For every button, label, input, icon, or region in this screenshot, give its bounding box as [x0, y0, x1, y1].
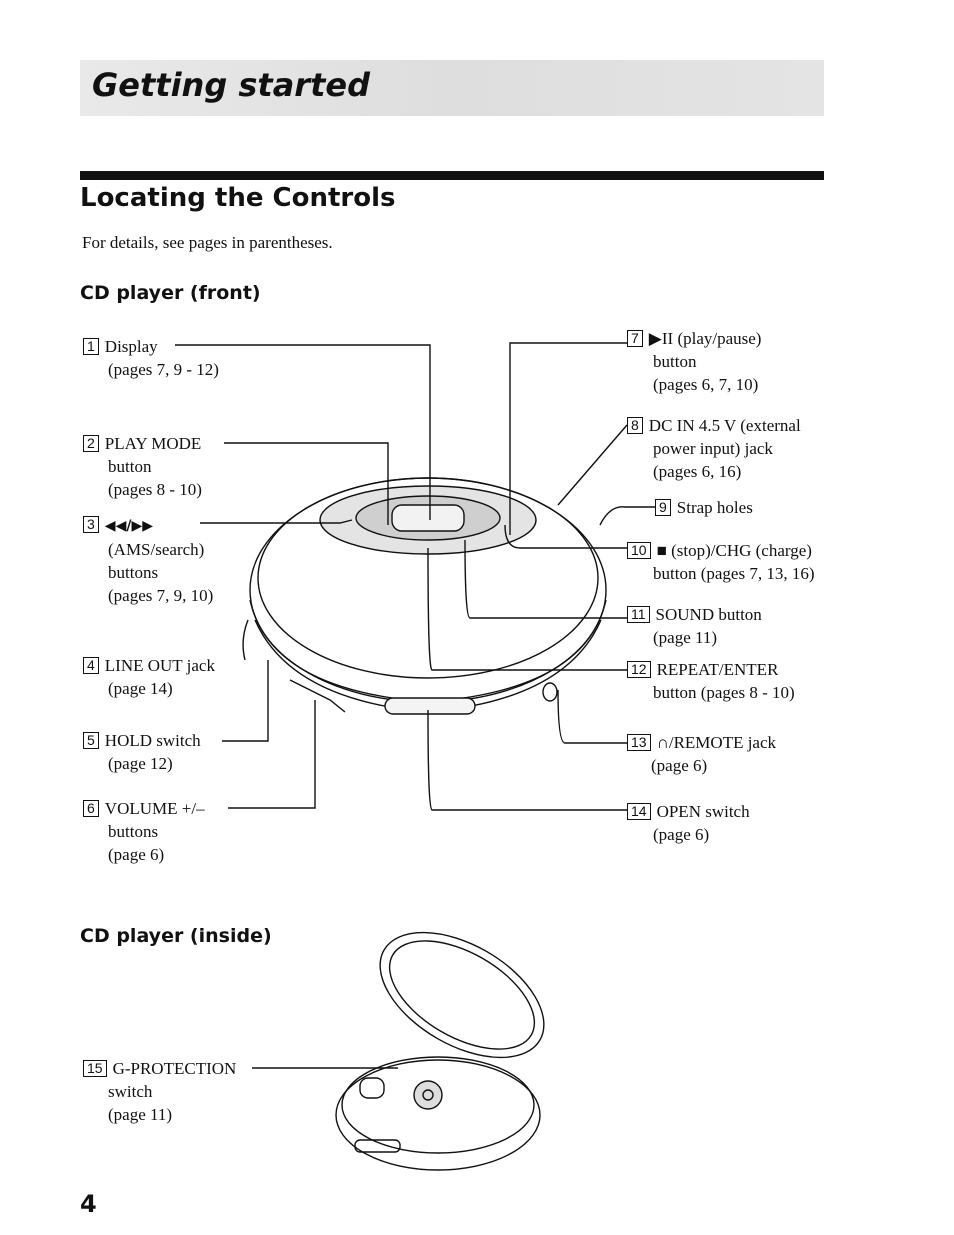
callout-page: (page 6) [108, 845, 165, 864]
callout-number: 2 [83, 435, 99, 452]
callout-number: 9 [655, 499, 671, 516]
callout-label: HOLD switch [104, 731, 201, 750]
callout-sound: 11 SOUND button (page 11) [627, 603, 762, 649]
callout-label: ▶II (play/pause) [648, 329, 762, 348]
callout-label: SOUND button [655, 605, 762, 624]
callout-stop-chg: 10 ■ (stop)/CHG (charge) button (pages 7,… [627, 539, 814, 585]
callout-strap-holes: 9 Strap holes [655, 496, 753, 519]
callout-number: 8 [627, 417, 643, 434]
callout-dc-in: 8 DC IN 4.5 V (external power input) jack… [627, 414, 801, 483]
page-title: Locating the Controls [80, 183, 396, 213]
callout-repeat-enter: 12 REPEAT/ENTER button (pages 8 - 10) [627, 658, 795, 704]
callout-number: 7 [627, 330, 643, 347]
front-section-title: CD player (front) [80, 282, 261, 304]
callout-label: Display [104, 337, 158, 356]
callout-label-cont: switch [108, 1082, 153, 1101]
callout-label: ◀◀/▶▶ [104, 518, 153, 534]
callout-line-out: 4 LINE OUT jack (page 14) [83, 654, 215, 700]
callout-number: 15 [83, 1060, 107, 1077]
callout-remote-jack: 13 ∩/REMOTE jack (page 6) [627, 731, 776, 777]
callout-number: 14 [627, 803, 651, 820]
callout-page: (pages 6, 7, 10) [653, 375, 759, 394]
callout-page: (pages 6, 16) [653, 462, 742, 481]
page-number: 4 [80, 1190, 97, 1218]
callout-page: (page 12) [108, 754, 173, 773]
callout-number: 6 [83, 800, 99, 817]
callout-g-protection: 15 G-PROTECTION switch (page 11) [83, 1057, 236, 1126]
section-title: Getting started [92, 66, 370, 104]
callout-label: ■ (stop)/CHG (charge) [656, 541, 812, 560]
heading-rule [80, 171, 824, 180]
callout-number: 4 [83, 657, 99, 674]
callout-label: VOLUME +/– [104, 799, 205, 818]
callout-hold: 5 HOLD switch (page 12) [83, 729, 201, 775]
callout-label-cont: button (pages 7, 13, 16) [653, 564, 815, 583]
callout-page: (page 14) [108, 679, 173, 698]
callout-play-mode: 2 PLAY MODE button (pages 8 - 10) [83, 432, 202, 501]
callout-label: OPEN switch [656, 802, 750, 821]
callout-page: (page 6) [651, 756, 708, 775]
callout-display: 1 Display (pages 7, 9 - 12) [83, 335, 219, 381]
callout-label-cont: button [653, 352, 697, 371]
inside-section-title: CD player (inside) [80, 925, 272, 947]
callout-play-pause: 7 ▶II (play/pause) button (pages 6, 7, 10… [627, 327, 761, 396]
callout-label: PLAY MODE [104, 434, 202, 453]
callout-label-cont: power input) jack [653, 439, 773, 458]
callout-page: (pages 7, 9, 10) [108, 586, 214, 605]
callout-label-cont: button [108, 457, 152, 476]
callout-label: G-PROTECTION [112, 1059, 237, 1078]
callout-ams-search: 3 ◀◀/▶▶ (AMS/search) buttons (pages 7, 9,… [83, 513, 213, 607]
callout-label: REPEAT/ENTER [656, 660, 779, 679]
callout-page: (page 11) [108, 1105, 173, 1124]
section-banner [80, 60, 824, 116]
callout-volume: 6 VOLUME +/– buttons (page 6) [83, 797, 205, 866]
callout-page: (page 11) [653, 628, 718, 647]
callout-label: DC IN 4.5 V (external [648, 416, 801, 435]
callout-label: ∩/REMOTE jack [656, 733, 777, 752]
callout-number: 3 [83, 516, 99, 533]
callout-label-cont: (AMS/search) [108, 540, 205, 559]
callout-number: 10 [627, 542, 651, 559]
callout-number: 13 [627, 734, 651, 751]
callout-page: (pages 8 - 10) [108, 480, 202, 499]
callout-page: (pages 7, 9 - 12) [108, 360, 219, 379]
callout-label-cont: buttons [108, 822, 159, 841]
callout-page: (page 6) [653, 825, 710, 844]
callout-number: 12 [627, 661, 651, 678]
callout-label-cont: button (pages 8 - 10) [653, 683, 795, 702]
callout-label: LINE OUT jack [104, 656, 215, 675]
callout-number: 1 [83, 338, 99, 355]
callout-number: 11 [627, 606, 650, 623]
callout-number: 5 [83, 732, 99, 749]
callout-open-switch: 14 OPEN switch (page 6) [627, 800, 750, 846]
intro-text: For details, see pages in parentheses. [82, 233, 333, 252]
callout-label-cont: buttons [108, 563, 159, 582]
callout-label: Strap holes [676, 498, 753, 517]
